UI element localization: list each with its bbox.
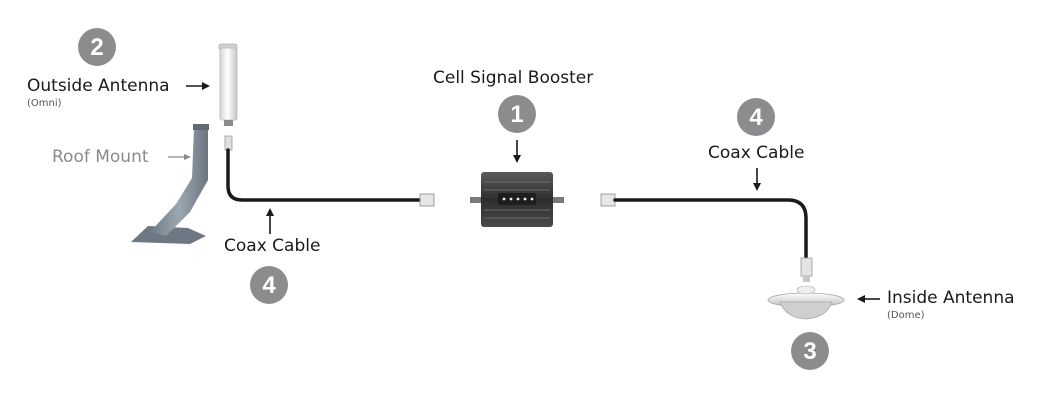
badge-coax-left-number: 4	[262, 272, 276, 299]
badge-coax-left: 4	[250, 266, 288, 304]
badge-outside-antenna-number: 2	[90, 34, 103, 61]
outside-antenna-label: Outside Antenna	[27, 76, 170, 96]
coax-cable-left	[226, 148, 422, 202]
booster-image	[470, 172, 564, 227]
badge-inside-antenna-number: 3	[803, 338, 816, 365]
badge-outside-antenna: 2	[78, 28, 116, 66]
inside-antenna-label: Inside Antenna	[887, 288, 1015, 308]
badge-coax-right: 4	[737, 98, 775, 136]
arrow-to-outside-antenna	[186, 82, 210, 90]
arrow-to-coax-left	[266, 208, 274, 234]
badge-booster-number: 1	[510, 101, 523, 128]
coax-cable-left-label: Coax Cable	[224, 236, 321, 256]
connector-right-start	[600, 193, 616, 207]
arrow-to-coax-right	[753, 168, 761, 191]
arrow-to-booster	[513, 140, 521, 163]
badge-coax-right-number: 4	[749, 104, 763, 131]
outside-antenna-type: (Omni)	[27, 98, 62, 109]
inside-antenna-type: (Dome)	[887, 310, 925, 321]
arrow-to-roof-mount	[168, 154, 191, 160]
coax-cable-right-label: Coax Cable	[708, 143, 805, 163]
arrow-to-inside-antenna	[857, 295, 880, 303]
coax-cable-right	[613, 198, 808, 260]
badge-inside-antenna: 3	[791, 332, 829, 370]
roof-mount	[131, 124, 209, 244]
roof-mount-label: Roof Mount	[52, 147, 149, 167]
outside-antenna-image	[218, 43, 238, 151]
inside-antenna-image	[767, 257, 845, 320]
connector-left-end	[419, 193, 435, 207]
booster-label: Cell Signal Booster	[433, 68, 594, 88]
badge-booster: 1	[498, 95, 536, 133]
